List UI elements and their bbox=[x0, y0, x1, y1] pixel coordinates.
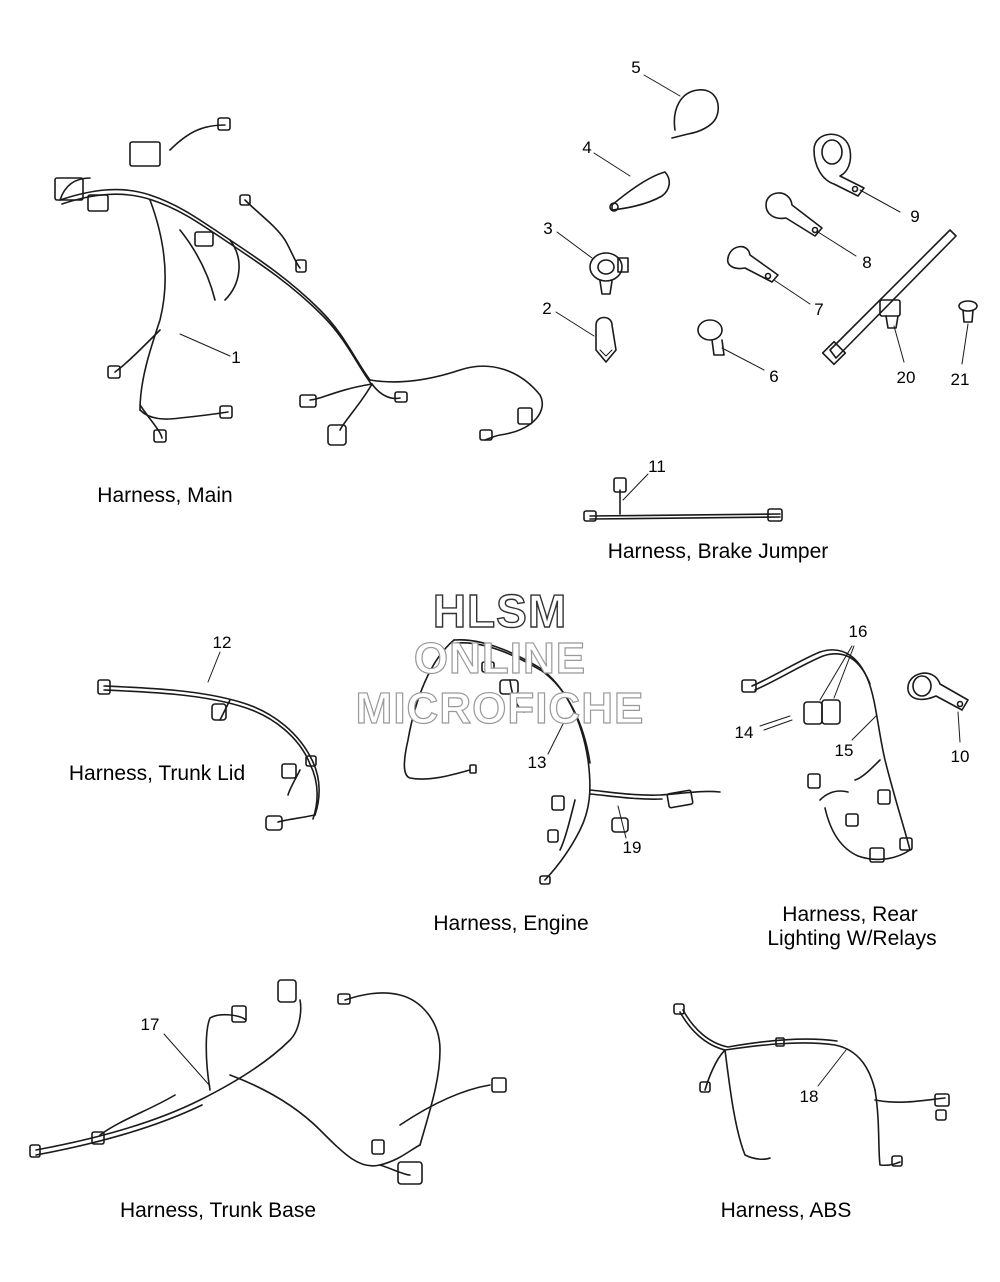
fastener-2-fir-tree-clip bbox=[555, 311, 617, 363]
caption-harness-rear-line-2: Lighting W/Relays bbox=[767, 927, 937, 950]
harness-main-drawing bbox=[54, 117, 544, 446]
watermark-line-2: ONLINE bbox=[413, 633, 587, 683]
harness-brake-jumper-drawing bbox=[583, 473, 783, 522]
fastener-5-cable-tie bbox=[643, 74, 720, 139]
callout-12: 12 bbox=[212, 633, 232, 652]
callout-20: 20 bbox=[896, 368, 916, 387]
harness-trunk-base-drawing bbox=[29, 979, 507, 1185]
callout-8: 8 bbox=[862, 253, 872, 272]
callout-10: 10 bbox=[950, 747, 970, 766]
callout-3: 3 bbox=[543, 219, 553, 238]
callout-2: 2 bbox=[542, 299, 552, 318]
callout-11: 11 bbox=[648, 457, 666, 476]
caption-harness-trunk-base: Harness, Trunk Base bbox=[119, 1199, 317, 1222]
fastener-7-p-clamp bbox=[726, 245, 811, 305]
callout-4: 4 bbox=[582, 138, 592, 157]
callout-21: 21 bbox=[950, 370, 970, 389]
harness-engine-drawing bbox=[403, 639, 721, 885]
fastener-3-push-clip bbox=[556, 231, 629, 295]
callout-6: 6 bbox=[769, 367, 779, 386]
callout-7: 7 bbox=[814, 300, 824, 319]
callout-5: 5 bbox=[631, 58, 641, 77]
watermark-line-1: HLSM bbox=[432, 584, 568, 637]
fastener-4-tie-clip bbox=[593, 152, 671, 212]
callout-9: 9 bbox=[910, 207, 920, 226]
caption-harness-brake-jumper: Harness, Brake Jumper bbox=[607, 540, 829, 563]
harness-abs-drawing bbox=[673, 1003, 950, 1167]
callout-1: 1 bbox=[231, 348, 241, 367]
fastener-8-p-clamp bbox=[765, 192, 857, 257]
fastener-20-strap-tie bbox=[821, 229, 957, 366]
callout-13: 13 bbox=[527, 753, 547, 772]
callout-18: 18 bbox=[799, 1087, 819, 1106]
caption-harness-abs: Harness, ABS bbox=[720, 1199, 852, 1222]
caption-harness-engine: Harness, Engine bbox=[433, 912, 589, 935]
callout-16: 16 bbox=[848, 622, 868, 641]
fastener-6-loop-clip bbox=[697, 319, 765, 371]
watermark-line-3: MICROFICHE bbox=[355, 683, 645, 733]
caption-harness-rear-line-1: Harness, Rear bbox=[782, 903, 918, 926]
caption-harness-trunk-lid: Harness, Trunk Lid bbox=[68, 762, 246, 785]
callout-19: 19 bbox=[622, 838, 642, 857]
harness-rear-lighting-drawing bbox=[741, 645, 913, 863]
fastener-9-p-clamp bbox=[813, 133, 901, 213]
fastener-10-p-clamp bbox=[907, 672, 969, 743]
harness-trunk-lid-drawing bbox=[97, 651, 320, 831]
callout-17: 17 bbox=[140, 1015, 160, 1034]
caption-harness-main: Harness, Main bbox=[97, 484, 233, 507]
fastener-21-push-rivet bbox=[958, 300, 978, 365]
callout-14: 14 bbox=[734, 723, 754, 742]
callout-15: 15 bbox=[834, 741, 854, 760]
